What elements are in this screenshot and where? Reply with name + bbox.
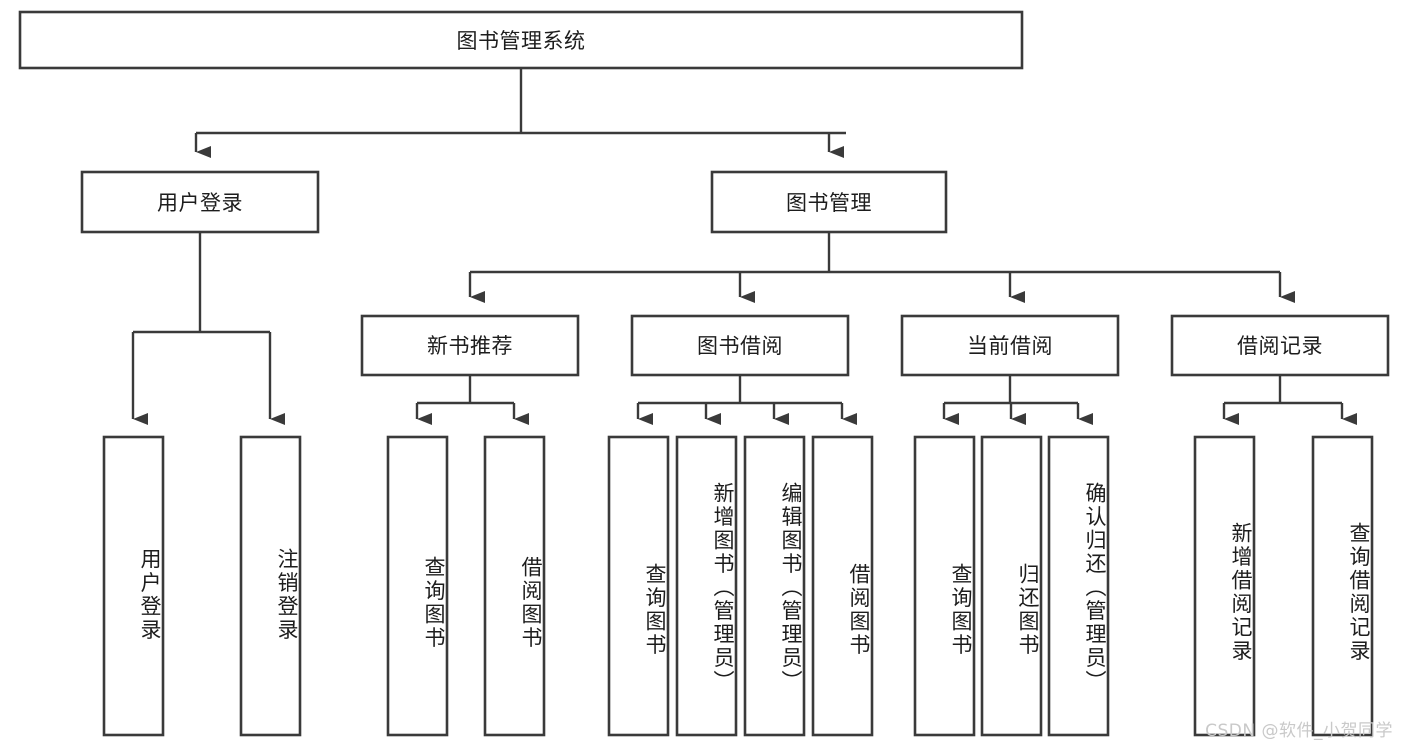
node-user-login-label: 用户登录 [157, 191, 243, 215]
node-root-label: 图书管理系统 [457, 29, 586, 53]
leaf-boxes [102, 435, 1374, 737]
connector-booksmgmt-to-level3 [468, 233, 1295, 303]
leaf-box-query-book-2[interactable] [607, 435, 670, 737]
node-user-login[interactable]: 用户登录 [80, 170, 320, 234]
node-book-borrow-label: 图书借阅 [697, 334, 783, 358]
leaf-box-query-book-1[interactable] [386, 435, 449, 737]
node-book-management-label: 图书管理 [786, 191, 872, 215]
leaf-box-add-record[interactable] [1193, 435, 1256, 737]
leaf-box-user-login[interactable] [102, 435, 165, 737]
connector-currentborrow-to-leaves [942, 375, 1093, 425]
node-new-book-recommend[interactable]: 新书推荐 [360, 314, 580, 377]
node-book-borrow[interactable]: 图书借阅 [630, 314, 850, 377]
node-book-management[interactable]: 图书管理 [710, 170, 948, 234]
leaf-box-return-book[interactable] [980, 435, 1043, 737]
leaf-box-query-book-3[interactable] [913, 435, 976, 737]
connector-bookborrow-to-leaves [636, 375, 857, 425]
leaf-box-borrow-book-1[interactable] [483, 435, 546, 737]
connector-newbook-to-leaves [415, 375, 529, 425]
node-borrow-record[interactable]: 借阅记录 [1170, 314, 1390, 377]
connector-root-to-level2 [194, 68, 846, 158]
connector-userlogin-to-leaves [131, 233, 285, 425]
node-new-book-recommend-label: 新书推荐 [427, 334, 513, 358]
node-current-borrow[interactable]: 当前借阅 [900, 314, 1120, 377]
connector-borrowrecord-to-leaves [1222, 375, 1357, 425]
csdn-watermark: CSDN @软件_小贺同学 [1205, 721, 1393, 741]
leaf-box-logout-login[interactable] [239, 435, 302, 737]
node-current-borrow-label: 当前借阅 [967, 334, 1053, 358]
leaf-box-confirm-return[interactable] [1047, 435, 1110, 737]
leaf-box-edit-book-admin[interactable] [743, 435, 806, 737]
leaf-box-borrow-book-2[interactable] [811, 435, 874, 737]
leaf-box-query-record[interactable] [1311, 435, 1374, 737]
node-borrow-record-label: 借阅记录 [1237, 334, 1323, 358]
leaf-box-add-book-admin[interactable] [675, 435, 738, 737]
node-root[interactable]: 图书管理系统 [18, 10, 1024, 70]
